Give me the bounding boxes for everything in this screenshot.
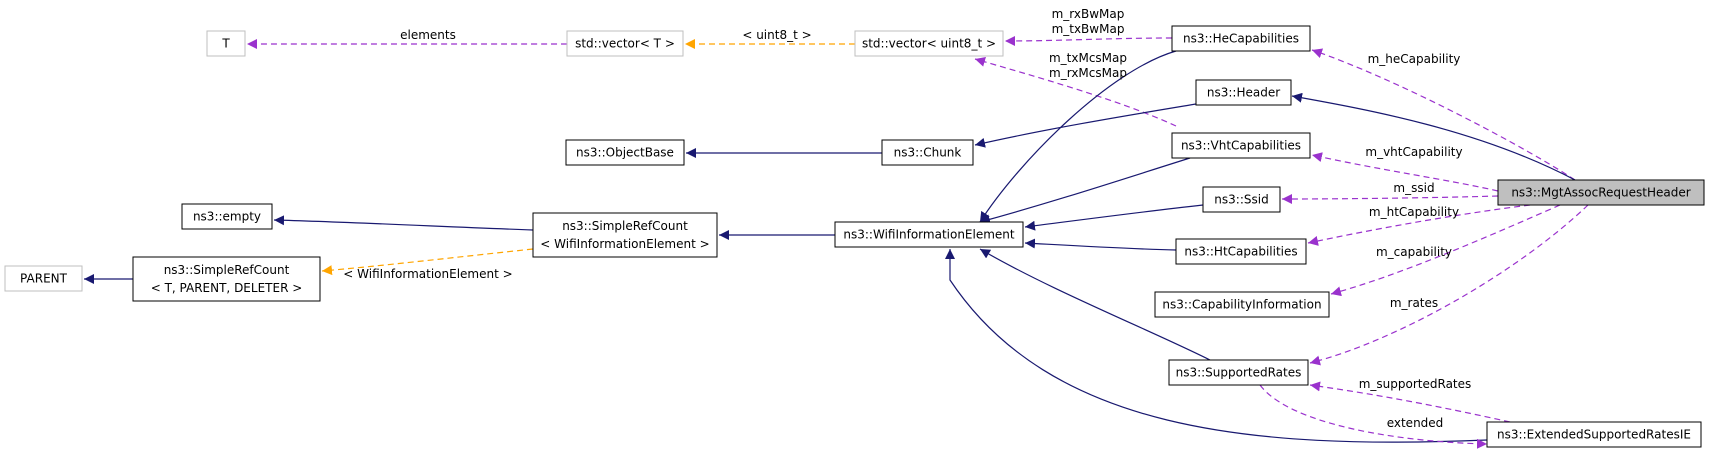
node-box: [1175, 238, 1307, 265]
node-box: [1168, 359, 1309, 386]
edge-label-extended: extended: [1387, 416, 1444, 430]
node-label: ns3::ExtendedSupportedRatesIE: [1497, 428, 1691, 442]
usage-edge-21: [1259, 384, 1488, 449]
node-label: ns3::CapabilityInformation: [1162, 298, 1321, 312]
node-mgt-assoc-request-header[interactable]: ns3::MgtAssocRequestHeader: [1497, 179, 1705, 206]
node-label: ns3::HtCapabilities: [1184, 245, 1297, 259]
inheritance-edge-19: [945, 249, 1488, 443]
node-box: [1171, 25, 1311, 52]
node-label: ns3::SimpleRefCount: [562, 219, 688, 233]
node-label: ns3::empty: [193, 210, 261, 224]
node-parent[interactable]: PARENT: [4, 265, 83, 292]
node-t[interactable]: T: [206, 30, 246, 57]
node-ht-capabilities[interactable]: ns3::HtCapabilities: [1175, 238, 1307, 265]
node-simple-ref-count-wie[interactable]: ns3::SimpleRefCount< WifiInformationElem…: [532, 212, 718, 258]
node-empty[interactable]: ns3::empty: [181, 203, 273, 230]
node-ssid[interactable]: ns3::Ssid: [1202, 186, 1281, 213]
node-box: [1497, 179, 1705, 206]
usage-edge-11: [1307, 204, 1531, 246]
node-chunk[interactable]: ns3::Chunk: [881, 139, 974, 166]
edge-label-he-capability: m_heCapability: [1368, 52, 1461, 66]
node-box: [532, 212, 718, 258]
node-box: [206, 30, 246, 57]
node-label: ns3::MgtAssocRequestHeader: [1511, 186, 1690, 200]
usage-edge-10: [1281, 193, 1499, 204]
node-box: [1202, 186, 1281, 213]
inheritance-edge-23: [273, 215, 534, 231]
node-box: [1195, 79, 1292, 106]
inheritance-edge-6: [1291, 92, 1576, 181]
inheritance-edge-14: [979, 50, 1177, 223]
edge-label-elements: elements: [400, 28, 456, 42]
edge-label-bw-map-2: m_txBwMap: [1052, 22, 1125, 36]
edge-label-ssid: m_ssid: [1393, 181, 1434, 195]
node-label: ns3::HeCapabilities: [1183, 32, 1299, 46]
node-label: T: [221, 37, 230, 51]
node-label: ns3::SimpleRefCount: [164, 263, 290, 277]
node-label: ns3::VhtCapabilities: [1181, 139, 1301, 153]
edges-layer: [84, 35, 1589, 449]
node-box: [834, 221, 1024, 248]
node-box: [1171, 132, 1311, 159]
usage-edge-3: [1004, 35, 1173, 46]
node-label: ns3::Header: [1207, 86, 1280, 100]
edge-label-capability: m_capability: [1376, 245, 1452, 259]
node-box: [566, 30, 684, 57]
node-vht-capabilities[interactable]: ns3::VhtCapabilities: [1171, 132, 1311, 159]
edge-label-uint8-t: < uint8_t >: [742, 28, 811, 42]
inheritance-edge-17: [1024, 238, 1177, 251]
node-label: < T, PARENT, DELETER >: [151, 281, 303, 295]
inheritance-edge-7: [974, 103, 1197, 148]
edge-label-mcs-map-1: m_txMcsMap: [1049, 51, 1127, 65]
node-supported-rates[interactable]: ns3::SupportedRates: [1168, 359, 1309, 386]
node-wifi-information-element[interactable]: ns3::WifiInformationElement: [834, 221, 1024, 248]
edge-label-wifi-ie-template: < WifiInformationElement >: [343, 267, 512, 281]
edge-label-supported-rates: m_supportedRates: [1359, 377, 1472, 391]
node-box: [881, 139, 974, 166]
node-label: PARENT: [20, 272, 68, 286]
node-box: [132, 256, 321, 302]
node-simple-ref-count-tpd[interactable]: ns3::SimpleRefCount< T, PARENT, DELETER …: [132, 256, 321, 302]
template-edge-24: [321, 248, 534, 276]
node-label: ns3::WifiInformationElement: [843, 228, 1015, 242]
node-box: [1486, 421, 1702, 448]
node-label: ns3::SupportedRates: [1176, 366, 1302, 380]
node-label: ns3::Ssid: [1214, 193, 1268, 207]
usage-edge-13: [1309, 204, 1589, 366]
edge-label-bw-map-1: m_rxBwMap: [1052, 7, 1125, 21]
edge-label-rates: m_rates: [1390, 296, 1438, 310]
node-std-vector-t[interactable]: std::vector< T >: [566, 30, 684, 57]
usage-edge-12: [1330, 204, 1561, 297]
usage-edge-4: [974, 56, 1177, 127]
node-label: < WifiInformationElement >: [540, 237, 709, 251]
inheritance-edge-15: [979, 157, 1191, 225]
edge-label-ht-capability: m_htCapability: [1369, 205, 1459, 219]
inheritance-edge-18: [979, 248, 1211, 361]
node-capability-information[interactable]: ns3::CapabilityInformation: [1154, 291, 1330, 318]
node-label: ns3::Chunk: [894, 146, 962, 160]
usage-edge-9: [1311, 152, 1499, 192]
inheritance-edge-16: [1024, 204, 1204, 231]
node-std-vector-uint8[interactable]: std::vector< uint8_t >: [854, 30, 1004, 57]
usage-edge-20: [1309, 381, 1511, 423]
node-extended-supported-rates-ie[interactable]: ns3::ExtendedSupportedRatesIE: [1486, 421, 1702, 448]
node-box: [181, 203, 273, 230]
node-header[interactable]: ns3::Header: [1195, 79, 1292, 106]
node-box: [854, 30, 1004, 57]
node-object-base[interactable]: ns3::ObjectBase: [565, 139, 685, 166]
node-label: std::vector< T >: [575, 37, 675, 51]
node-box: [4, 265, 83, 292]
usage-edge-5: [1311, 48, 1576, 181]
edge-label-vht-capability: m_vhtCapability: [1365, 145, 1462, 159]
node-label: std::vector< uint8_t >: [862, 37, 996, 51]
node-box: [565, 139, 685, 166]
node-label: ns3::ObjectBase: [576, 146, 674, 160]
node-box: [1154, 291, 1330, 318]
node-he-capabilities[interactable]: ns3::HeCapabilities: [1171, 25, 1311, 52]
edge-label-mcs-map-2: m_rxMcsMap: [1049, 66, 1127, 80]
